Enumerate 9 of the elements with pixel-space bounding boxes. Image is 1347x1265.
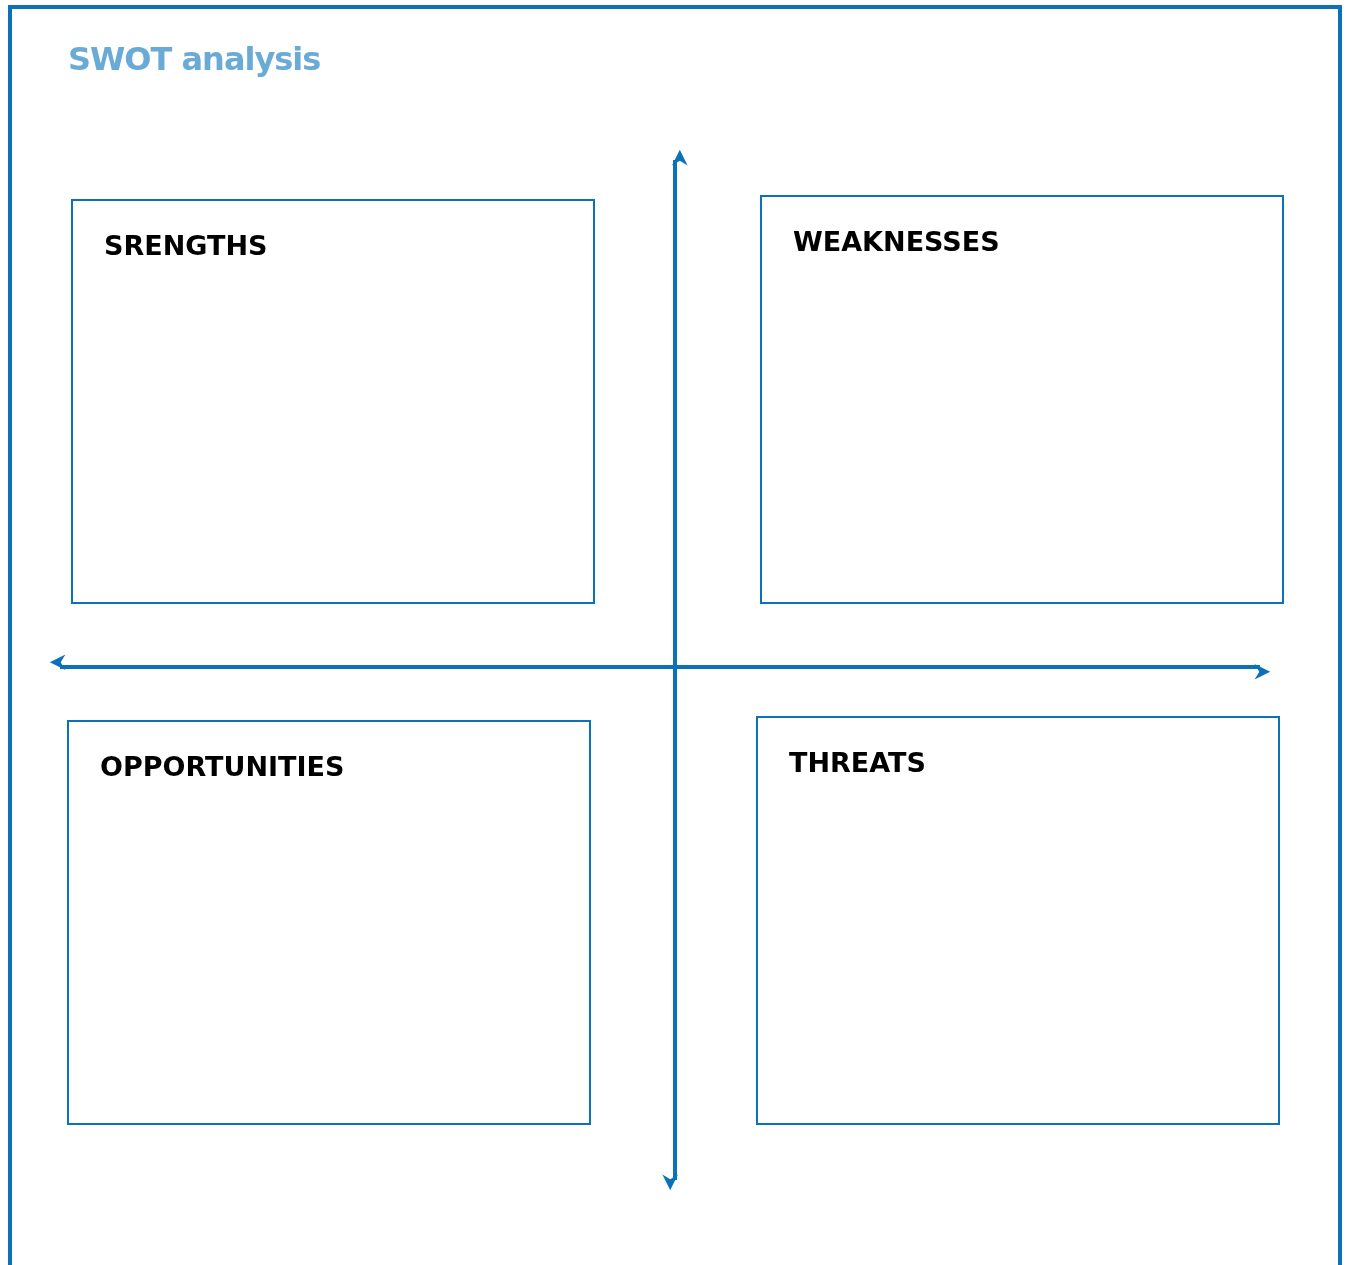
quadrant-heading: WEAKNESSES [793,226,1000,257]
quadrant-box [71,199,595,604]
page-title: SWOT analysis [68,40,321,78]
quadrant-heading: THREATS [789,747,926,778]
quadrant-box [67,720,591,1125]
quadrant-heading: OPPORTUNITIES [100,751,345,782]
quadrant-heading: SRENGTHS [104,230,268,261]
quadrant-box [760,195,1284,604]
quadrant-box [756,716,1280,1125]
